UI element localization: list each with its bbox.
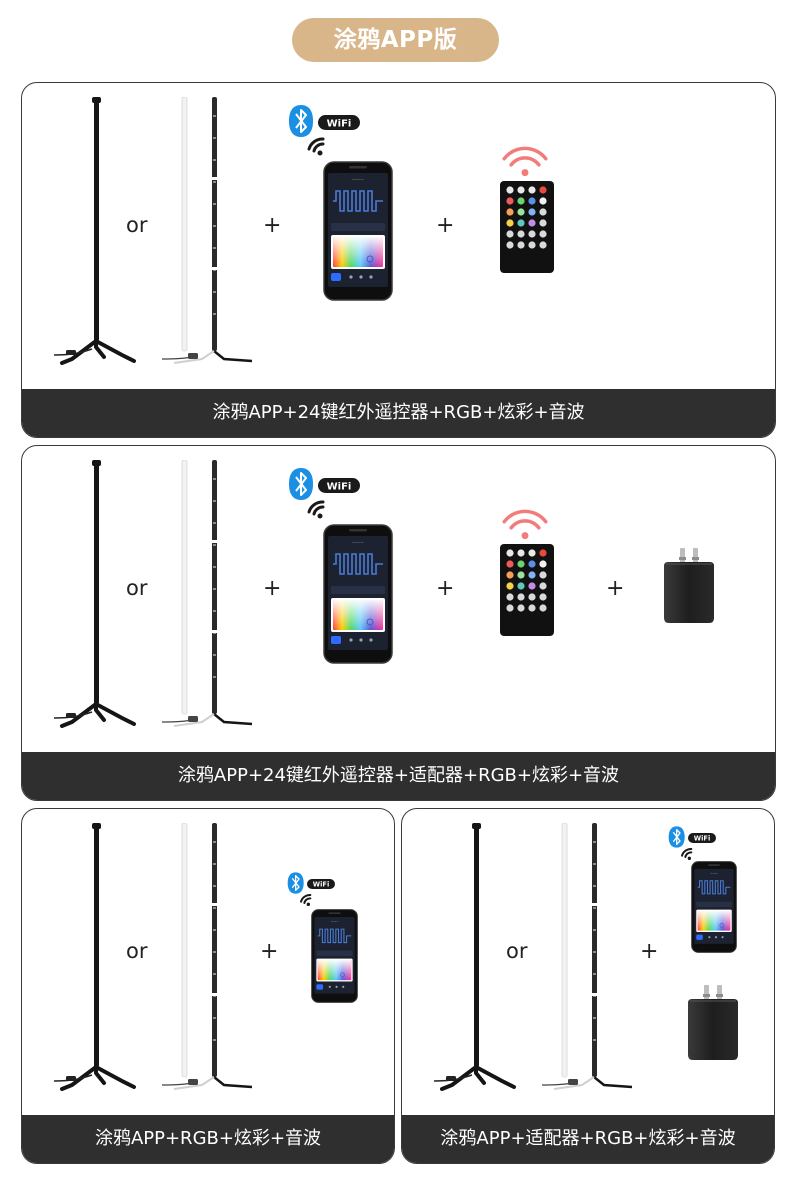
plus-sign: + (263, 576, 282, 601)
plus-sign: + (263, 213, 282, 238)
bundle-caption: 涂鸦APP+适配器+RGB+炫彩+音波 (402, 1115, 774, 1163)
bundle-panel-3: or + 涂鸦APP+RGB+炫彩+音波 (21, 808, 395, 1164)
plus-sign: + (260, 939, 279, 964)
smartphone-app (323, 161, 393, 301)
power-adapter (686, 985, 740, 1061)
ir-signal-icon (499, 506, 551, 541)
smartphone-app (691, 861, 737, 953)
or-label: or (126, 939, 148, 963)
bundle-panel-2: or + + + 涂鸦APP+24键红外遥控器+适配器+RGB+炫彩+音波 (21, 445, 776, 801)
smartphone-app (323, 524, 393, 664)
bundle-caption: 涂鸦APP+24键红外遥控器+适配器+RGB+炫彩+音波 (22, 752, 775, 800)
bluetooth-wifi-icon (286, 871, 340, 911)
smartphone-app (311, 909, 358, 1003)
bluetooth-wifi-icon (287, 466, 367, 526)
ir-signal-icon (499, 143, 551, 178)
plus-sign: + (606, 576, 625, 601)
ir-remote (499, 543, 555, 637)
bundle-panel-4: or + 涂鸦APP+适配器+RGB+炫彩+音波 (401, 808, 775, 1164)
plus-sign: + (436, 213, 455, 238)
banner-label: 涂鸦APP版 (292, 18, 499, 62)
or-label: or (126, 213, 148, 237)
white-lamp (162, 460, 252, 730)
bundle-panel-1: or + + 涂鸦APP+24键红外遥控器+RGB+炫彩+音波 (21, 82, 776, 438)
white-lamp (162, 97, 252, 367)
or-label: or (126, 576, 148, 600)
or-label: or (506, 939, 528, 963)
bluetooth-wifi-icon (287, 103, 367, 163)
white-lamp (162, 823, 252, 1093)
power-adapter (662, 548, 716, 624)
plus-sign: + (436, 576, 455, 601)
plus-sign: + (640, 939, 659, 964)
bundle-caption: 涂鸦APP+24键红外遥控器+RGB+炫彩+音波 (22, 389, 775, 437)
ir-remote (499, 180, 555, 274)
bluetooth-wifi-icon (667, 825, 721, 865)
bundle-caption: 涂鸦APP+RGB+炫彩+音波 (22, 1115, 394, 1163)
white-lamp (542, 823, 632, 1093)
